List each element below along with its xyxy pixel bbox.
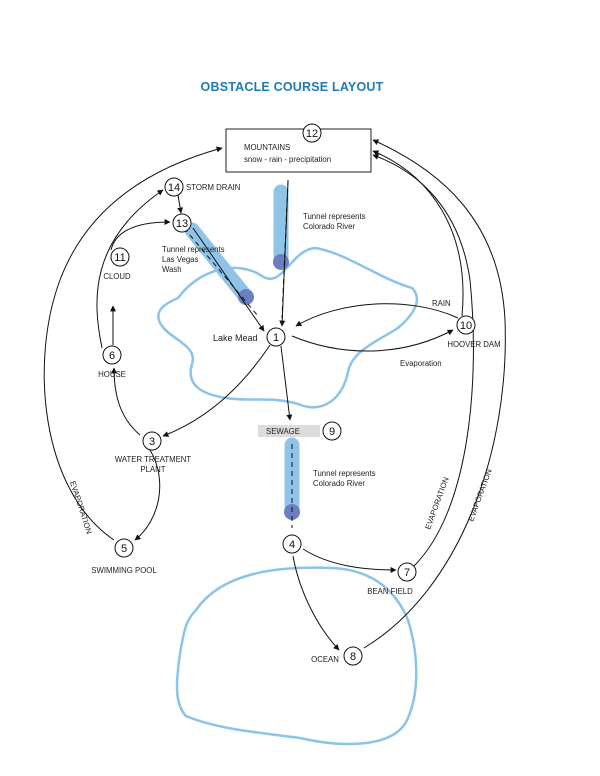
label-water-treatment-2: PLANT — [140, 465, 165, 474]
arrow-1-to-3 — [162, 344, 271, 437]
node-12: 13 — [172, 213, 192, 233]
node-3: 3 — [142, 431, 162, 451]
tunnel-las-vegas-line1: Tunnel represents — [162, 245, 225, 254]
edge-label-evaporation-right-1: EVAPORATION — [423, 476, 450, 531]
tunnel-las-vegas — [184, 222, 254, 305]
edge-label-rain: RAIN — [432, 299, 451, 308]
label-sewage-1: CLOUD — [103, 272, 131, 281]
label-ocean: OCEAN — [311, 655, 339, 664]
node-4: 4 — [282, 534, 302, 554]
arrow-5-to-13 — [43, 146, 223, 541]
node-10: 9 — [322, 421, 342, 441]
node-14: 14 — [164, 177, 184, 197]
svg-text:11: 11 — [114, 252, 125, 264]
flow-arrows — [43, 139, 506, 651]
node-9: 11 — [110, 247, 130, 267]
svg-text:13: 13 — [176, 218, 188, 230]
arrow-6-to-14 — [96, 189, 164, 349]
svg-text:9: 9 — [329, 426, 335, 438]
label-hoover-dam: SEWAGE — [266, 427, 300, 436]
hoover-dam-bar — [258, 425, 320, 437]
tunnel-las-vegas-line2: Las Vegas — [162, 255, 199, 264]
edge-label-evaporation: Evaporation — [400, 359, 442, 368]
mountains-label: MOUNTAINS — [244, 143, 290, 152]
label-cloud: HOOVER DAM — [447, 340, 500, 349]
tunnel-las-vegas-line3: Wash — [162, 265, 182, 274]
arrow-14-to-12 — [177, 194, 184, 214]
node-11: 10 — [456, 315, 476, 335]
ocean-shape — [175, 566, 418, 746]
arrow-12-to-1 — [192, 227, 265, 332]
edge-label-evaporation-left: EVAPORATION — [68, 480, 94, 535]
arrow-3-to-6 — [111, 367, 141, 436]
label-swimming-pool: SWIMMING POOL — [91, 566, 157, 575]
arrow-7-to-13 — [372, 154, 474, 567]
label-bean-field: BEAN FIELD — [367, 587, 413, 596]
lake-mead-shape — [157, 246, 419, 409]
label-storm-drain: STORM DRAIN — [186, 183, 240, 192]
svg-text:3: 3 — [149, 436, 155, 448]
svg-text:7: 7 — [404, 567, 410, 579]
node-5: 5 — [114, 538, 134, 558]
node-8: 8 — [343, 646, 363, 666]
arrow-11-to-1 — [295, 303, 459, 327]
arrow-1-to-11 — [291, 329, 454, 352]
tunnel-colorado-bottom-line2: Colorado River — [313, 479, 365, 488]
label-lake-mead: Lake Mead — [213, 333, 258, 343]
arrow-13-to-1 — [279, 181, 289, 327]
node-6: 6 — [102, 345, 122, 365]
svg-text:14: 14 — [168, 182, 180, 194]
tunnel-colorado-top-line1: Tunnel represents — [303, 212, 366, 221]
svg-text:6: 6 — [109, 350, 115, 362]
tunnel-colorado-top-line2: Colorado River — [303, 222, 355, 231]
svg-text:10: 10 — [460, 320, 472, 332]
svg-text:8: 8 — [350, 651, 356, 663]
node-13: 12 — [302, 123, 322, 143]
arrow-4-to-8 — [292, 555, 340, 651]
mountains-sublabel: snow - rain - precipitation — [244, 155, 331, 164]
tunnel-colorado-bottom-line1: Tunnel represents — [313, 469, 376, 478]
arrow-3-to-5 — [134, 449, 161, 541]
arrow-9-to-12 — [110, 219, 171, 251]
svg-text:1: 1 — [273, 332, 279, 344]
dashed-line-las-vegas — [183, 227, 259, 317]
svg-text:4: 4 — [289, 539, 295, 551]
arrow-4-to-7 — [302, 548, 397, 573]
arrow-1-to-10 — [280, 345, 293, 421]
label-water-treatment-1: WATER TREATMENT — [115, 455, 192, 464]
edge-label-evaporation-right-2: EVAPORATION — [466, 468, 493, 523]
node-7: 7 — [397, 562, 417, 582]
svg-text:12: 12 — [306, 128, 318, 140]
svg-text:5: 5 — [121, 543, 127, 555]
arrow-8-to-13 — [363, 139, 506, 649]
mountains-box — [225, 128, 372, 173]
label-house: HOUSE — [98, 370, 126, 379]
page-title: OBSTACLE COURSE LAYOUT — [201, 80, 384, 94]
node-1: 1 — [266, 327, 286, 347]
arrow-11-to-13 — [372, 150, 464, 317]
